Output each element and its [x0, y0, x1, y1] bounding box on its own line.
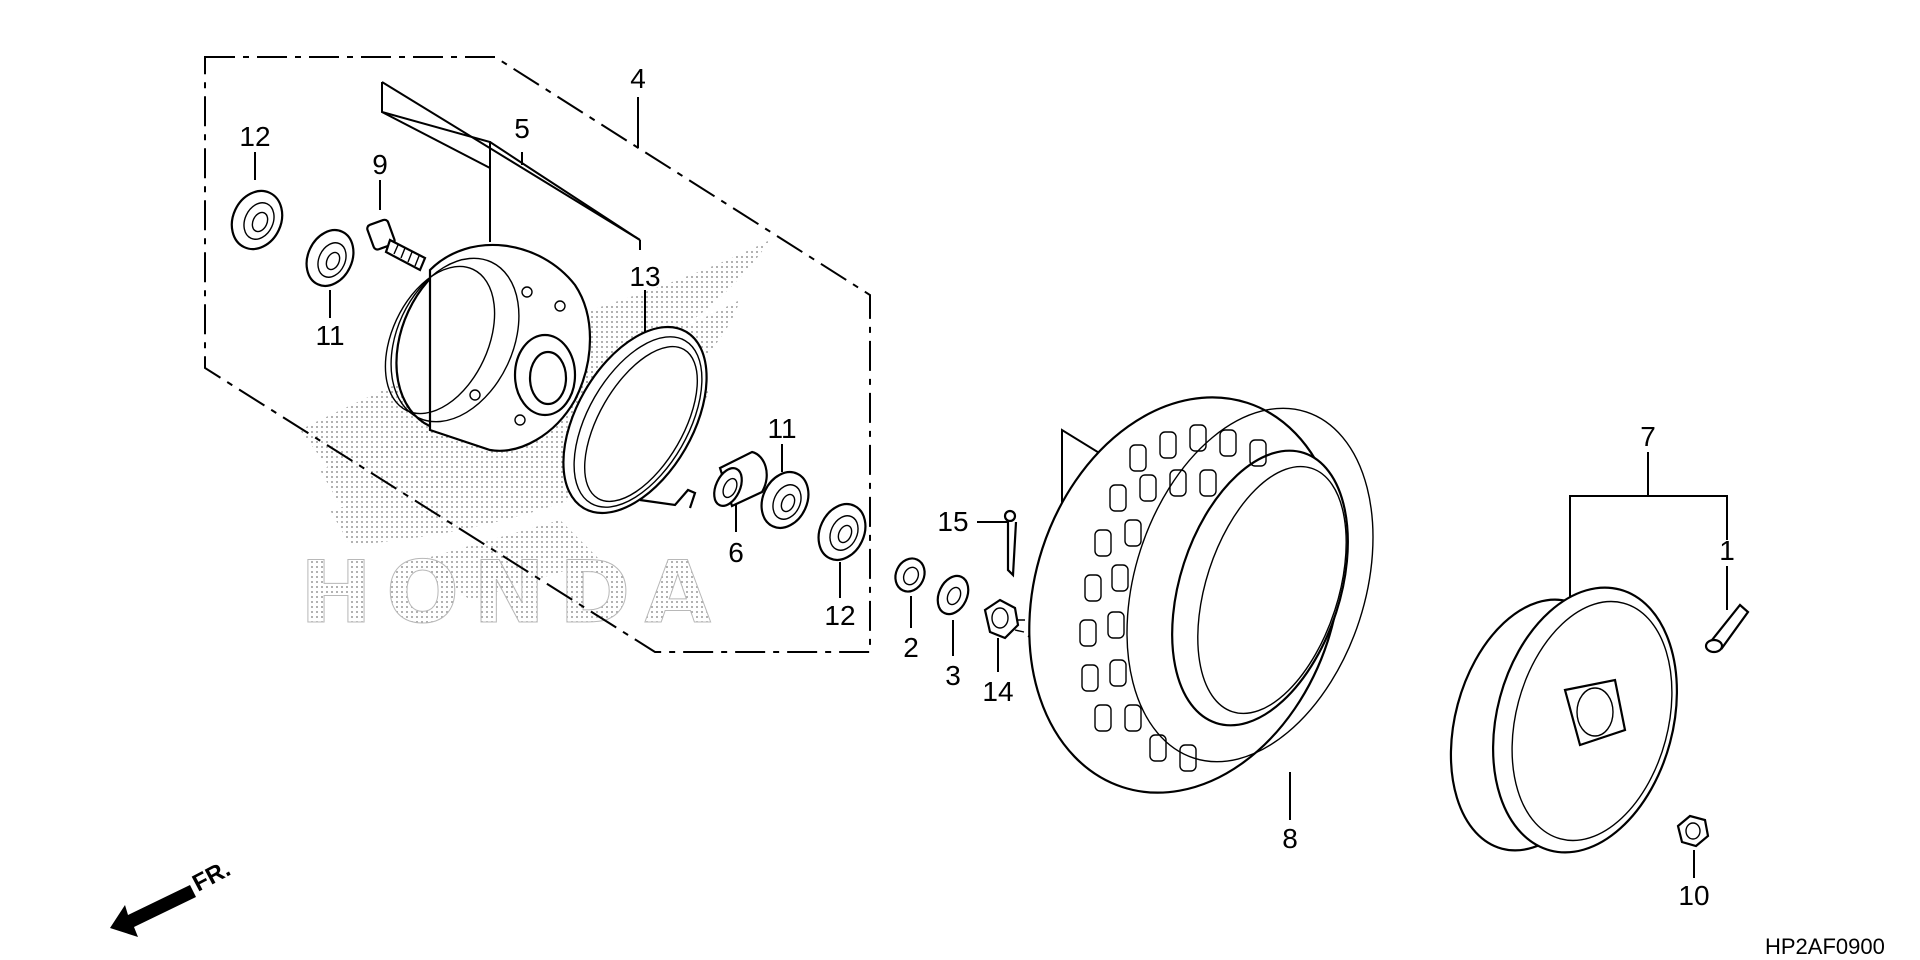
- drum-seal-13: [562, 325, 708, 515]
- wheel-rim-7: [1449, 586, 1679, 854]
- callout-5: 5: [514, 113, 530, 144]
- valve-stem-1: [1704, 603, 1750, 654]
- callout-12-upper: 12: [239, 121, 270, 152]
- callout-4: 4: [630, 63, 646, 94]
- callout-14: 14: [982, 676, 1013, 707]
- callout-11-right: 11: [767, 413, 796, 444]
- stud-bolt-9: [366, 218, 427, 272]
- callout-12-lower: 12: [824, 600, 855, 631]
- callout-15: 15: [937, 506, 968, 537]
- spacer-6: [713, 450, 768, 508]
- callout-10: 10: [1678, 880, 1709, 911]
- collar-2: [894, 557, 926, 593]
- wheel-nut-10: [1676, 814, 1710, 848]
- callout-2: 2: [903, 632, 919, 663]
- callout-13: 13: [629, 261, 660, 292]
- callout-6: 6: [728, 537, 744, 568]
- hub-assembly-bracket: [204, 56, 871, 653]
- svg-text:FR.: FR.: [188, 855, 235, 897]
- drawing-code: HP2AF0900: [1765, 934, 1885, 959]
- callout-11-left: 11: [315, 320, 344, 351]
- callout-1: 1: [1719, 535, 1735, 566]
- castle-nut-14: [983, 598, 1025, 640]
- honda-wordmark-watermark: HONDA: [300, 543, 725, 644]
- bearing-11-right: [760, 471, 810, 529]
- dust-seal-12-upper: [230, 189, 284, 251]
- front-direction-arrow: FR.: [110, 855, 235, 937]
- callout-8: 8: [1282, 823, 1298, 854]
- tire-8: [1028, 396, 1374, 794]
- brake-drum-hub-5: [384, 243, 592, 452]
- callout-7: 7: [1640, 421, 1656, 452]
- cotter-pin-15: [1003, 509, 1018, 578]
- bearing-11-left: [305, 229, 355, 287]
- callout-labels: 4 5 12 9 13 11 11 6 12 15 2 3 14 8 7 1 1…: [239, 63, 1734, 911]
- callout-3: 3: [945, 660, 961, 691]
- washer-3: [936, 574, 970, 616]
- svg-text:HONDA: HONDA: [300, 543, 725, 643]
- dust-seal-12-lower: [817, 503, 867, 561]
- callout-9: 9: [372, 149, 388, 180]
